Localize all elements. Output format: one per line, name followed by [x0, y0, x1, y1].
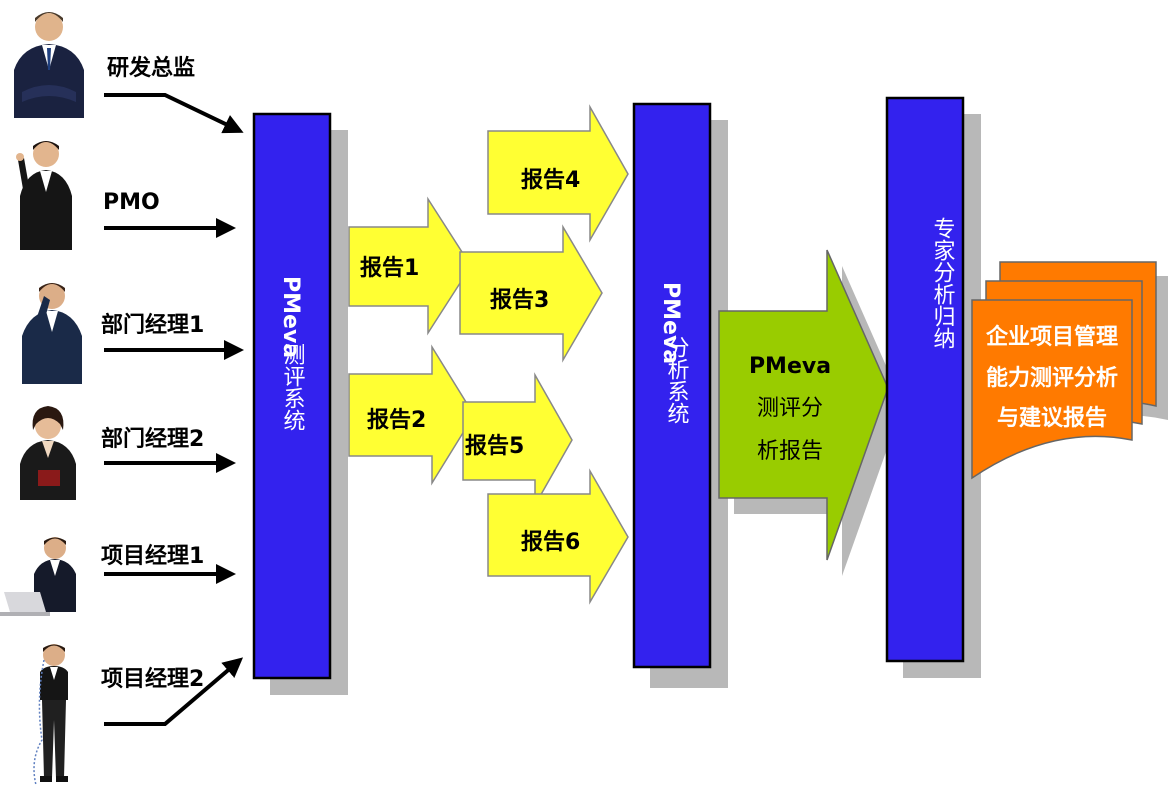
system1-label: PMeva — [278, 276, 303, 358]
report-3-arrow — [459, 224, 603, 363]
arrow-director — [104, 93, 244, 134]
person-label-project-manager-2: 项目经理2 — [101, 666, 204, 692]
arrow-project-manager-2 — [104, 657, 244, 726]
system2-bar — [632, 102, 712, 669]
person-director-icon — [14, 12, 84, 118]
report-2-arrow — [348, 344, 475, 486]
analysis-report-arrow — [718, 249, 889, 561]
person-label-director: 研发总监 — [107, 55, 195, 81]
person-label-dept-manager-1: 部门经理1 — [101, 312, 204, 338]
report-6-label: 报告6 — [521, 530, 580, 555]
system2-brand: PMeva — [658, 282, 683, 364]
system1-name: 测评系统 — [280, 343, 306, 431]
person-label-pmo: PMO — [103, 190, 160, 215]
report-5-label: 报告5 — [465, 434, 524, 459]
person-project-manager-1-icon — [0, 537, 76, 616]
expert-bar — [885, 96, 965, 663]
analysis-report-line2: 测评分 — [757, 396, 823, 421]
person-label-dept-manager-2: 部门经理2 — [101, 426, 204, 452]
report-2-label: 报告2 — [367, 408, 426, 433]
final-report-line1: 企业项目管理 — [985, 324, 1118, 350]
report-3-label: 报告3 — [490, 288, 549, 313]
report-arrows — [348, 104, 629, 605]
input-arrows — [104, 93, 244, 726]
person-pmo-icon — [16, 141, 72, 250]
system2-name: 分析系统 — [664, 336, 690, 424]
final-report-page-front — [971, 299, 1133, 480]
analysis-report-line1: PMeva — [749, 354, 831, 379]
person-dept-manager-2-icon — [20, 406, 76, 500]
final-report-line3: 与建议报告 — [997, 406, 1107, 431]
system1-brand: PMeva — [278, 276, 303, 358]
final-report-line2: 能力测评分析 — [986, 365, 1118, 391]
report-4-arrow — [487, 104, 629, 243]
system2-label: PMeva — [658, 282, 683, 364]
system1-bar — [252, 112, 332, 680]
report-6-arrow — [487, 468, 629, 605]
analysis-report-line3: 析报告 — [757, 439, 823, 464]
final-report-document — [971, 261, 1168, 480]
expert-text: 专家分析归纳 — [930, 217, 956, 349]
report-1-arrow — [348, 196, 472, 336]
report-4-label: 报告4 — [521, 168, 580, 193]
person-label-project-manager-1: 项目经理1 — [101, 543, 204, 569]
person-project-manager-2-icon — [33, 644, 68, 786]
person-dept-manager-1-icon — [22, 283, 82, 384]
report-1-label: 报告1 — [360, 256, 419, 281]
report-5-arrow — [462, 372, 573, 508]
